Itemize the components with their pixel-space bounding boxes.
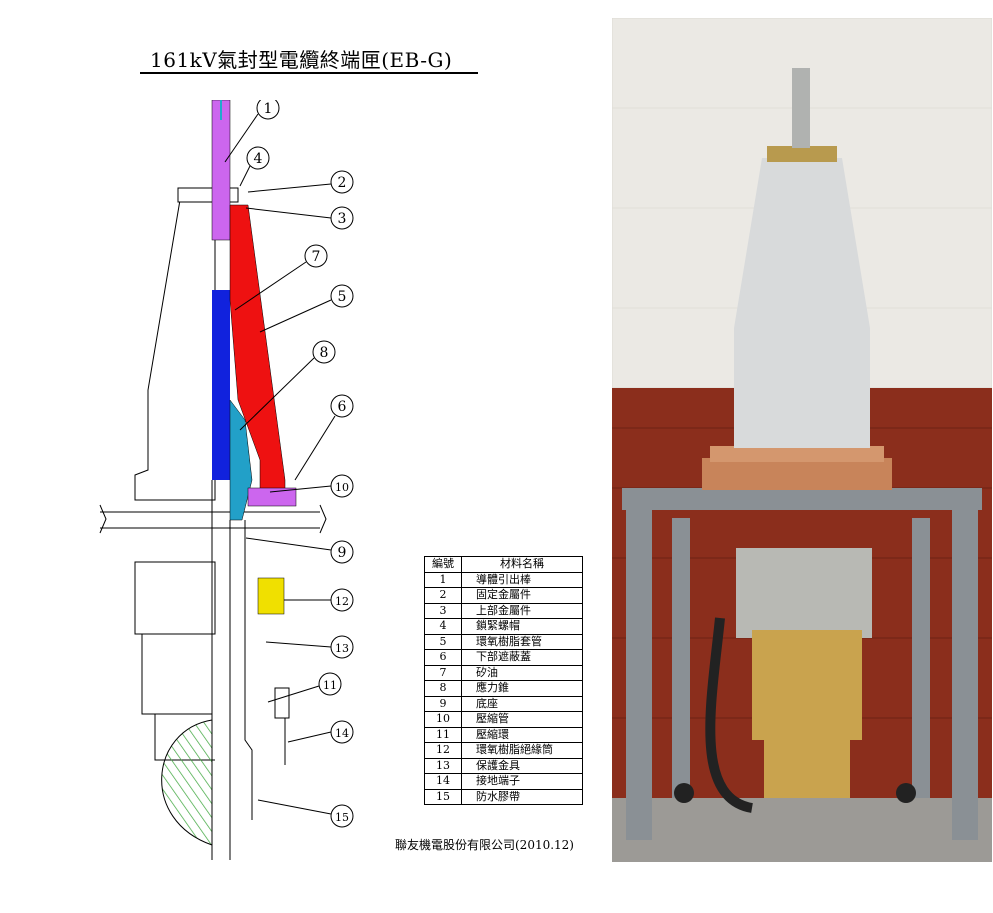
row-name: 環氧樹脂套管 <box>461 633 583 650</box>
callout-2: 2 <box>247 170 354 194</box>
callout-3: 3 <box>245 206 354 230</box>
svg-text:11: 11 <box>323 679 337 692</box>
cable-core <box>212 290 230 480</box>
callout-7: 7 <box>234 244 328 311</box>
row-no: 2 <box>424 587 462 604</box>
conductor-rod <box>211 100 231 241</box>
svg-text:14: 14 <box>335 727 349 740</box>
callout-12: 12 <box>284 588 354 612</box>
svg-text:4: 4 <box>254 151 263 167</box>
svg-text:15: 15 <box>335 811 349 824</box>
row-no: 12 <box>424 742 462 759</box>
row-no: 8 <box>424 680 462 697</box>
callout-11: 11 <box>267 672 342 703</box>
porcelain-cone <box>734 158 870 448</box>
header-no: 編號 <box>424 556 462 573</box>
ground-cable <box>705 617 754 813</box>
row-no: 4 <box>424 618 462 635</box>
row-no: 5 <box>424 633 462 650</box>
callout-5: 5 <box>259 284 354 333</box>
insulating-cylinder <box>257 577 285 615</box>
header-name: 材料名稱 <box>461 556 583 573</box>
svg-text:13: 13 <box>335 642 349 655</box>
svg-text:12: 12 <box>335 595 349 608</box>
svg-text:7: 7 <box>312 249 321 265</box>
row-name: 防水膠帶 <box>461 788 583 805</box>
callout-8: 8 <box>239 340 336 431</box>
callout-6: 6 <box>294 394 354 481</box>
callout-14: 14 <box>287 720 354 744</box>
callout-1: 1 <box>224 100 280 163</box>
svg-text:3: 3 <box>338 211 347 227</box>
title-underline <box>140 72 478 74</box>
svg-text:8: 8 <box>320 345 329 361</box>
row-no: 7 <box>424 664 462 681</box>
callout-labels: 1 4 2 3 7 5 8 6 10 9 12 13 11 14 15 <box>224 100 354 828</box>
product-photo <box>612 18 992 862</box>
row-no: 9 <box>424 695 462 712</box>
bushing-outline <box>99 187 327 761</box>
row-name: 壓縮環 <box>461 726 583 743</box>
row-no: 11 <box>424 726 462 743</box>
svg-text:1: 1 <box>264 101 273 117</box>
row-name: 固定金屬件 <box>461 587 583 604</box>
lower-shield <box>247 487 297 507</box>
row-name: 壓縮管 <box>461 711 583 728</box>
grounding-terminal <box>274 687 290 719</box>
row-no: 14 <box>424 773 462 790</box>
row-name: 上部金屬件 <box>461 602 583 619</box>
row-name: 下部遮蔽蓋 <box>461 649 583 666</box>
row-no: 6 <box>424 649 462 666</box>
stand-frame <box>622 488 982 840</box>
cable-body <box>211 480 253 860</box>
row-name: 保護金具 <box>461 757 583 774</box>
company-credit: 聯友機電股份有限公司(2010.12) <box>395 838 574 852</box>
callout-4: 4 <box>239 146 270 187</box>
callout-9: 9 <box>245 537 354 564</box>
table-header-row: 編號 材料名稱 <box>424 556 583 573</box>
row-name: 應力錐 <box>461 680 583 697</box>
svg-text:2: 2 <box>338 175 347 191</box>
svg-text:6: 6 <box>338 399 347 415</box>
row-name: 矽油 <box>461 664 583 681</box>
svg-text:10: 10 <box>335 481 349 494</box>
callout-10: 10 <box>269 474 354 498</box>
callout-15: 15 <box>257 799 354 828</box>
row-name: 鎖緊螺帽 <box>461 618 583 635</box>
row-no: 3 <box>424 602 462 619</box>
row-name: 環氧樹脂絕緣筒 <box>461 742 583 759</box>
row-name: 接地端子 <box>461 773 583 790</box>
svg-text:9: 9 <box>338 545 347 561</box>
row-no: 10 <box>424 711 462 728</box>
row-name: 導體引出棒 <box>461 571 583 588</box>
svg-text:5: 5 <box>338 289 347 305</box>
row-no: 13 <box>424 757 462 774</box>
waterproof-tape <box>161 719 213 846</box>
callout-13: 13 <box>265 635 354 659</box>
drawing-title: 161kV氣封型電纜終端匣(EB-G) <box>150 48 453 72</box>
stress-cone <box>229 399 253 521</box>
row-name: 底座 <box>461 695 583 712</box>
row-no: 15 <box>424 788 462 805</box>
row-no: 1 <box>424 571 462 588</box>
cross-section-drawing: 1 4 2 3 7 5 8 6 10 9 12 13 11 14 15 <box>99 100 354 860</box>
